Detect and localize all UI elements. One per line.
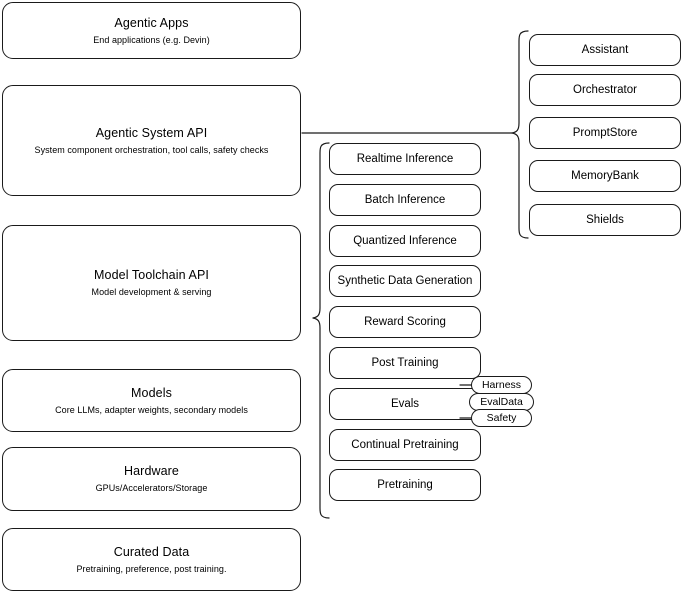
capability-label: Quantized Inference (353, 235, 457, 247)
layer-title: Agentic Apps (114, 15, 189, 30)
capability-label: Continual Pretraining (351, 439, 459, 451)
layer-title: Curated Data (113, 544, 190, 559)
layer-title: Hardware (124, 464, 179, 478)
agentic-component-label: Orchestrator (573, 84, 637, 96)
layer-subtitle: Model development & serving (91, 287, 212, 297)
capability-label: Pretraining (377, 479, 433, 491)
evals-badge-label: Harness (481, 379, 522, 391)
evals-badge-harness[interactable]: Harness (471, 376, 532, 394)
evals-badge-label: EvalData (480, 396, 523, 408)
capability-reward-scoring[interactable]: Reward Scoring (329, 306, 481, 338)
agentic-component-label: Assistant (581, 44, 629, 56)
agentic-component-label: Shields (586, 214, 624, 226)
capability-post-training[interactable]: Post Training (329, 347, 481, 379)
capability-label: Batch Inference (364, 194, 446, 206)
layer-agentic-apps[interactable]: Agentic Apps End applications (e.g. Devi… (2, 2, 301, 59)
agentic-component-shields[interactable]: Shields (529, 204, 681, 236)
layer-hardware[interactable]: Hardware GPUs/Accelerators/Storage (2, 447, 301, 511)
capability-label: Post Training (371, 357, 439, 369)
brace-toolchain-capabilities (312, 142, 330, 519)
capability-label: Reward Scoring (364, 316, 446, 328)
layer-subtitle: GPUs/Accelerators/Storage (95, 483, 208, 493)
capability-synthetic-data-generation[interactable]: Synthetic Data Generation (329, 265, 481, 297)
layer-title: Agentic System API (95, 125, 208, 140)
agentic-component-orchestrator[interactable]: Orchestrator (529, 74, 681, 106)
agentic-component-memory-bank[interactable]: MemoryBank (529, 160, 681, 192)
evals-badge-safety[interactable]: Safety (471, 409, 532, 427)
agentic-component-label: MemoryBank (571, 170, 639, 182)
capability-label: Realtime Inference (356, 153, 454, 165)
layer-model-toolchain-api[interactable]: Model Toolchain API Model development & … (2, 225, 301, 341)
layer-subtitle: Pretraining, preference, post training. (76, 563, 227, 574)
layer-curated-data[interactable]: Curated Data Pretraining, preference, po… (2, 528, 301, 591)
capability-label: Evals (390, 398, 420, 410)
capability-continual-pretraining[interactable]: Continual Pretraining (329, 429, 481, 461)
capability-batch-inference[interactable]: Batch Inference (329, 184, 481, 216)
layer-agentic-system-api[interactable]: Agentic System API System component orch… (2, 85, 301, 196)
capability-evals[interactable]: Evals (329, 388, 481, 420)
evals-badge-eval-data[interactable]: EvalData (469, 393, 534, 411)
layer-title: Model Toolchain API (94, 268, 209, 282)
layer-subtitle: System component orchestration, tool cal… (34, 144, 269, 155)
agentic-component-assistant[interactable]: Assistant (529, 34, 681, 66)
capability-realtime-inference[interactable]: Realtime Inference (329, 143, 481, 175)
agentic-component-label: PromptStore (572, 127, 638, 139)
layer-subtitle: Core LLMs, adapter weights, secondary mo… (55, 404, 248, 415)
evals-badge-label: Safety (486, 412, 517, 424)
layer-subtitle: End applications (e.g. Devin) (93, 34, 210, 45)
brace-agentic-components (511, 30, 529, 239)
capability-pretraining[interactable]: Pretraining (329, 469, 481, 501)
agentic-component-prompt-store[interactable]: PromptStore (529, 117, 681, 149)
layer-models[interactable]: Models Core LLMs, adapter weights, secon… (2, 369, 301, 432)
layer-title: Models (131, 385, 172, 400)
capability-quantized-inference[interactable]: Quantized Inference (329, 225, 481, 257)
capability-label: Synthetic Data Generation (337, 275, 473, 287)
